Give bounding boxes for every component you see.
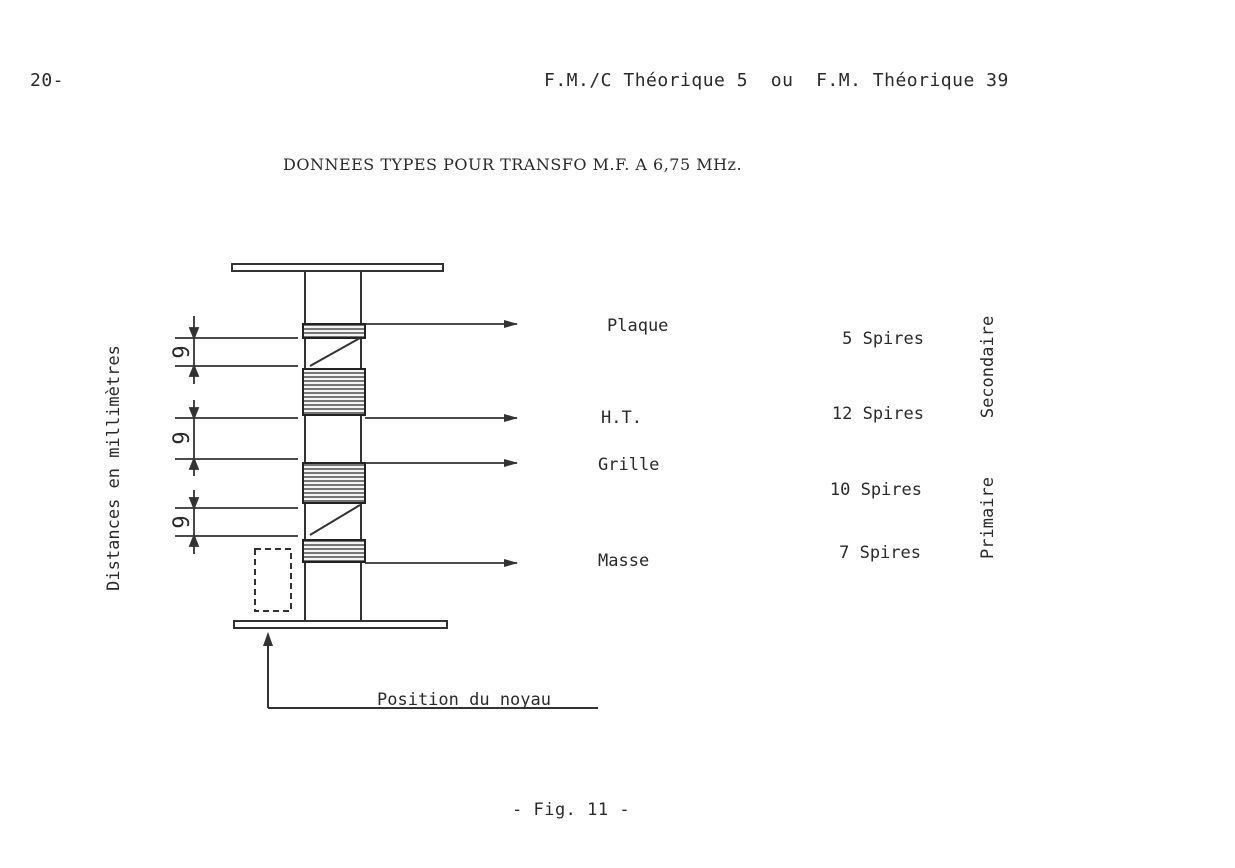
terminal-label-plaque: Plaque (607, 316, 668, 336)
figure-caption: - Fig. 11 - (512, 800, 631, 820)
winding-grille (302, 462, 366, 504)
group-label-secondary: Secondaire (978, 316, 998, 418)
dimension-value-1: 9 (170, 345, 195, 358)
winding-count-1: 5 Spires (842, 329, 924, 349)
winding-count-3: 10 Spires (830, 480, 922, 500)
winding-plaque (302, 323, 366, 339)
terminal-label-grille: Grille (598, 455, 659, 475)
terminal-label-ht: H.T. (601, 408, 642, 428)
winding-count-2: 12 Spires (832, 404, 924, 424)
dimension-value-2: 9 (170, 431, 195, 444)
top-flange (231, 263, 444, 272)
crossover-wire-primary (309, 504, 361, 536)
core-pointer-arrow (263, 632, 598, 709)
page-number: 20- (30, 70, 65, 91)
group-label-primary: Primaire (978, 477, 998, 559)
core-position-label: Position du noyau (377, 690, 551, 710)
winding-masse (302, 539, 366, 563)
diagram-title: DONNEES TYPES POUR TRANSFO M.F. A 6,75 M… (283, 155, 743, 174)
core-position (254, 548, 292, 612)
axis-label-distances: Distances en millimètres (104, 345, 124, 591)
bottom-flange (233, 620, 448, 629)
winding-count-4: 7 Spires (839, 543, 921, 563)
header-title: F.M./C Théorique 5 ou F.M. Théorique 39 (544, 70, 1009, 91)
dimension-value-3: 9 (170, 515, 195, 528)
dimension-extension-lines (175, 337, 298, 537)
terminal-label-masse: Masse (598, 551, 649, 571)
crossover-wire-secondary (309, 337, 361, 367)
dimension-arrows (188, 316, 200, 554)
winding-ht (302, 368, 366, 416)
